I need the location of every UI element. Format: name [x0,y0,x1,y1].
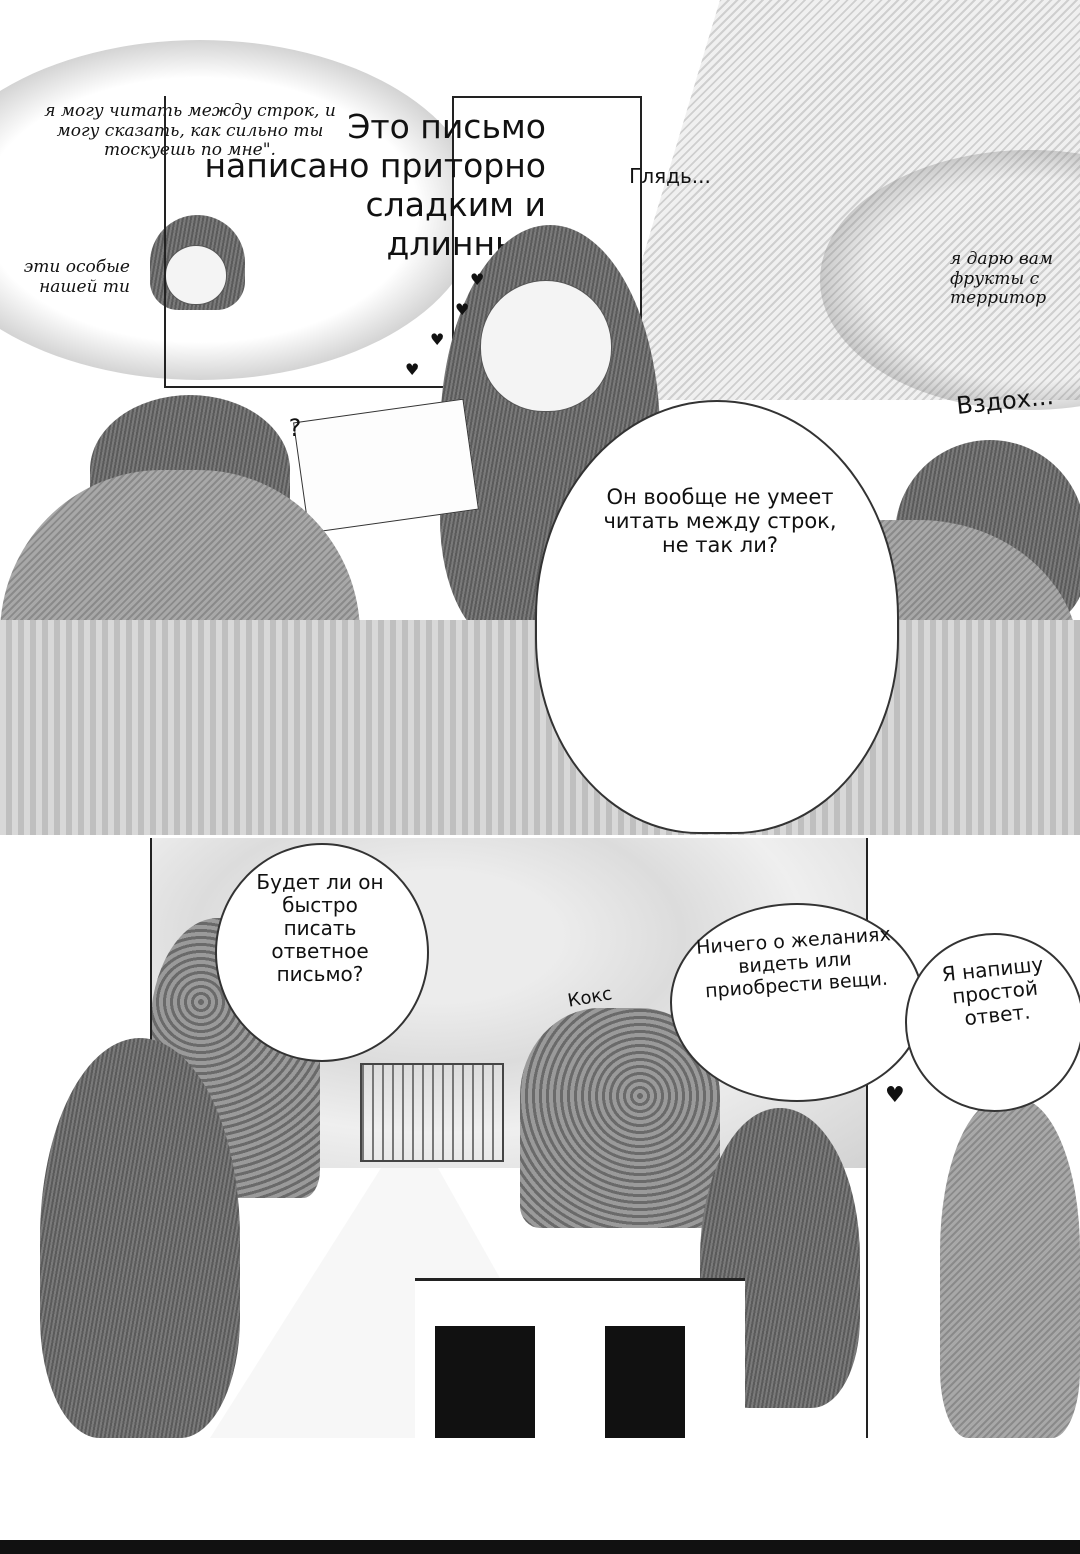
bottom-panel: Будет ли он быстро писать ответное письм… [0,838,1080,1438]
thought-text-left-partial: эти особые нашей ти [23,257,130,297]
heart-icon: ♥ [455,300,470,319]
heart-icon: ♥ [405,360,420,379]
glance-label: Глядь... [629,164,711,188]
speech-text-right: Я напишу простой ответ. [940,951,1045,1031]
heart-icon: ♥ [430,330,445,349]
man-right-figure [940,1098,1080,1438]
narration-text: Это письмо написано приторно сладким и д… [204,107,546,263]
speech-bubble-middle [670,903,924,1102]
question-mark: ? [288,414,302,442]
chibi-face [165,245,227,305]
speech-bubble-center [535,400,899,834]
garden-table [415,1278,745,1438]
speech-text-left: Будет ли он быстро писать ответное письм… [256,870,384,986]
speech-text-middle: Ничего о желаниях видеть или приобрести … [695,923,892,1002]
girl-face [480,280,612,412]
heart-icon: ♥ [470,270,485,289]
letter-paper [293,398,479,534]
bottom-black-bar [0,1540,1080,1554]
thought-cloud-left [0,40,480,380]
thought-text-right: я дарю вам фрукты с территор [950,249,1053,309]
garden-gate [360,1063,504,1162]
speech-bubble-left [215,843,429,1062]
speech-text-center: Он вообще не умеет читать между строк, н… [603,485,837,558]
heart-icon: ♥ [885,1083,905,1108]
top-panel: я могу читать между строк, и могу сказат… [0,0,1080,835]
speech-bubble-right [905,933,1080,1112]
woman-left-hair [40,1038,240,1438]
thought-text-left: я могу читать между строк, и могу сказат… [44,101,336,161]
